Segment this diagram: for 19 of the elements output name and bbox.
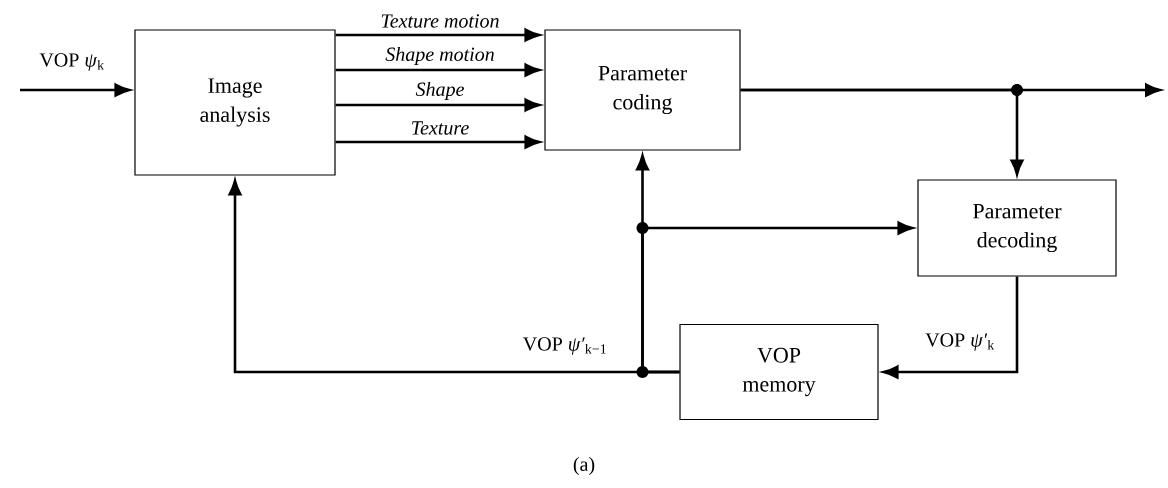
- edge-label: Texture: [412, 121, 469, 135]
- process-box: Parameter decoding: [917, 179, 1117, 277]
- arrow: [335, 28, 541, 42]
- arrow: [20, 83, 131, 97]
- arrow: [740, 88, 1024, 176]
- edge-label: VOP ψ$_{k}$: [39, 53, 105, 71]
- process-box: Image analysis: [134, 29, 336, 176]
- edge-label: Shape motion: [385, 46, 494, 66]
- edge-label: Texture motion: [381, 14, 499, 28]
- caption: (a): [573, 456, 595, 476]
- process-box: Parameter coding: [544, 29, 741, 151]
- signal-label: VOP ψ′$_{k−1}$: [523, 337, 606, 355]
- edge-label: Shape: [415, 81, 464, 101]
- arrow: [335, 98, 541, 112]
- edge-label: VOP ψ′$_{k}$: [925, 333, 995, 351]
- process-box: VOP memory: [679, 323, 879, 421]
- arrow: [335, 135, 541, 149]
- arrow: [335, 63, 541, 77]
- arrow: [882, 276, 1019, 379]
